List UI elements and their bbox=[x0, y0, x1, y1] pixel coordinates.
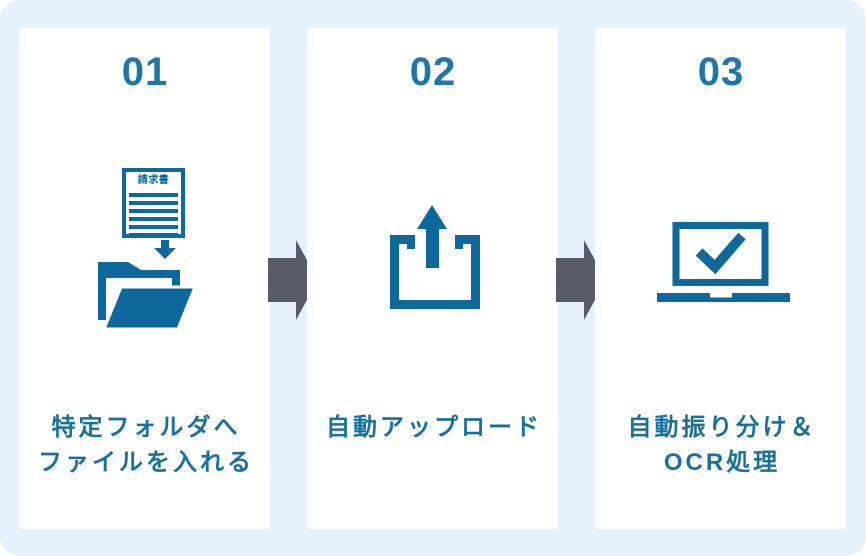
open-folder-icon bbox=[98, 262, 197, 330]
upload-icon bbox=[390, 205, 480, 309]
document-text-line bbox=[129, 201, 178, 205]
down-arrow-icon bbox=[154, 240, 176, 259]
step-label-2: 自動アップロード bbox=[307, 410, 558, 445]
step-card-1: 01 請求書 特定フォルダへ ファイルを入れる bbox=[19, 28, 270, 529]
document-text-line bbox=[129, 225, 178, 229]
step-number-2: 02 bbox=[409, 50, 457, 94]
invoice-document-icon: 請求書 bbox=[122, 168, 185, 238]
step-label-line: OCR処理 bbox=[663, 449, 781, 476]
flow-arrow-right-icon bbox=[268, 240, 318, 320]
document-text-line bbox=[129, 217, 178, 221]
step-label-1: 特定フォルダへ ファイルを入れる bbox=[19, 410, 270, 480]
step-number-1: 01 bbox=[121, 50, 169, 94]
step-label-line: 自動振り分け＆ bbox=[627, 414, 817, 441]
laptop-check-icon bbox=[657, 222, 790, 302]
flow-arrow-right-icon bbox=[556, 240, 606, 320]
document-text-line bbox=[129, 209, 178, 213]
invoice-document-label: 請求書 bbox=[137, 175, 170, 186]
document-text-line bbox=[129, 193, 178, 197]
step-label-3: 自動振り分け＆ OCR処理 bbox=[595, 410, 846, 480]
step-card-3: 03 自動振り分け＆ OCR処理 bbox=[595, 28, 846, 529]
step-card-2: 02 自動アップロード bbox=[307, 28, 558, 529]
step-label-line: ファイルを入れる bbox=[38, 449, 254, 476]
step-label-line: 特定フォルダへ bbox=[51, 414, 241, 441]
document-text-line bbox=[129, 233, 178, 237]
step-number-3: 03 bbox=[697, 50, 745, 94]
step-label-line: 自動アップロード bbox=[326, 414, 542, 441]
